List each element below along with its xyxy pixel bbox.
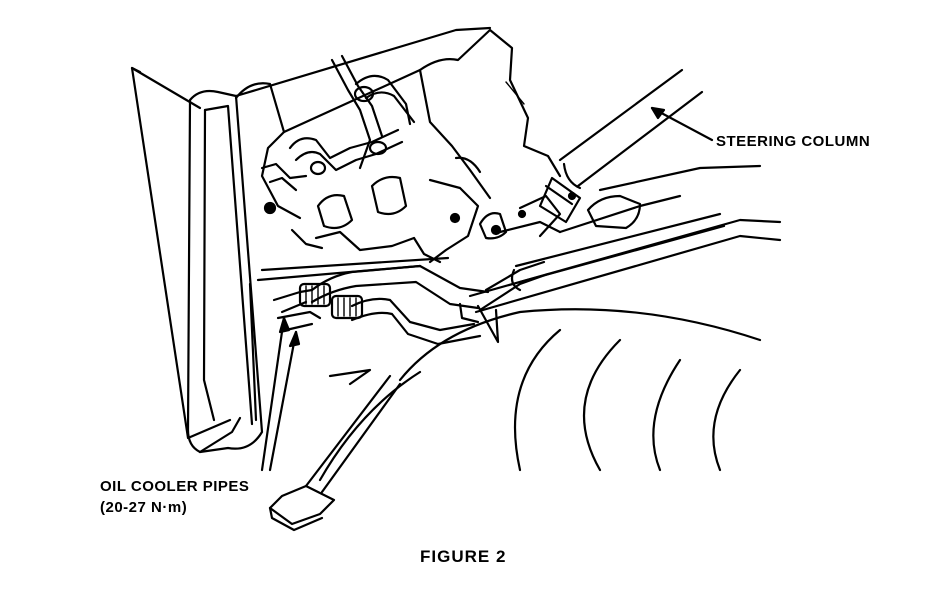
injector-lines [260, 54, 416, 215]
oil-cooler-pipes-label: OIL COOLER PIPES [100, 478, 250, 495]
steering-column-label: STEERING COLUMN [716, 133, 871, 150]
steering-column [538, 68, 704, 224]
steering-column-arrowhead [650, 106, 666, 120]
radiator-panel [130, 26, 492, 454]
figure-caption: FIGURE 2 [420, 547, 507, 566]
oil-pipe-leader-1 [260, 316, 286, 472]
leader-lines [260, 106, 714, 472]
oil-cooler-pipes [272, 260, 550, 346]
fender-contour [318, 308, 762, 482]
torque-spec-label: (20-27 N·m) [100, 499, 188, 516]
oil-pipe-arrowhead-1 [278, 316, 291, 334]
oil-pipe-leader-2 [268, 330, 298, 472]
engine-block [234, 28, 562, 264]
lower-bracket [268, 374, 402, 532]
oil-pipe-arrowhead-2 [288, 330, 301, 348]
steering-gear [449, 164, 762, 240]
frame-rails [458, 212, 782, 344]
